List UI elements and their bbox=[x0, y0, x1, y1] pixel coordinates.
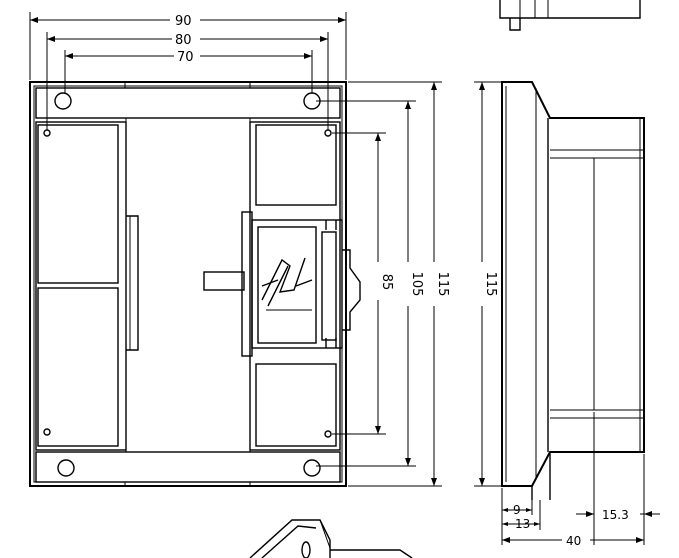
side-view bbox=[501, 81, 645, 500]
dimension-115-side: 115 bbox=[474, 81, 502, 487]
dim-label-40: 40 bbox=[566, 534, 581, 548]
right-lower-cover bbox=[255, 363, 337, 447]
dim-label-90: 90 bbox=[175, 14, 192, 29]
dimension-90: 90 bbox=[29, 12, 347, 80]
dim-label-80: 80 bbox=[175, 33, 192, 48]
dimension-70: 70 bbox=[64, 50, 313, 93]
top-mounting-rail bbox=[35, 87, 341, 119]
screw-left-bottom bbox=[43, 428, 51, 436]
dimension-115-front: 115 bbox=[348, 81, 450, 487]
screw-left-top bbox=[43, 129, 51, 137]
actuator-mechanism bbox=[203, 211, 361, 357]
dimension-40: 40 bbox=[502, 534, 644, 548]
handle-fragment bbox=[249, 519, 413, 558]
bottom-mounting-rail bbox=[35, 451, 341, 483]
screw-right-top bbox=[324, 129, 332, 137]
left-upper-cover bbox=[37, 124, 119, 284]
dim-label-9: 9 bbox=[513, 503, 521, 517]
left-lower-cover bbox=[37, 287, 119, 447]
left-panel-frame bbox=[35, 121, 127, 451]
dimension-80: 80 bbox=[46, 32, 329, 130]
mounting-hole-top-left bbox=[54, 92, 72, 110]
right-panel-frame bbox=[249, 121, 341, 451]
dim-label-70: 70 bbox=[177, 50, 194, 65]
housing-outline bbox=[29, 81, 347, 487]
dimension-9: 9 bbox=[501, 488, 533, 545]
top-view-fragment bbox=[499, 0, 641, 31]
dim-label-115-side: 115 bbox=[483, 272, 498, 297]
side-housing-outline bbox=[501, 81, 645, 487]
front-view bbox=[29, 81, 361, 487]
dim-label-15-3: 15.3 bbox=[602, 508, 629, 522]
dimension-105: 105 bbox=[316, 100, 424, 467]
dim-label-13: 13 bbox=[515, 517, 530, 531]
dimension-13: 13 bbox=[502, 500, 541, 531]
dim-label-85: 85 bbox=[379, 274, 394, 291]
dimension-15-3: 15.3 bbox=[576, 412, 660, 545]
right-upper-cover bbox=[255, 124, 337, 206]
dim-label-115-front: 115 bbox=[435, 272, 450, 297]
dim-label-105: 105 bbox=[409, 272, 424, 297]
dimension-85: 85 bbox=[332, 132, 394, 435]
mounting-hole-bottom-right bbox=[303, 459, 321, 477]
mounting-hole-bottom-left bbox=[57, 459, 75, 477]
screw-right-bottom bbox=[324, 430, 332, 438]
